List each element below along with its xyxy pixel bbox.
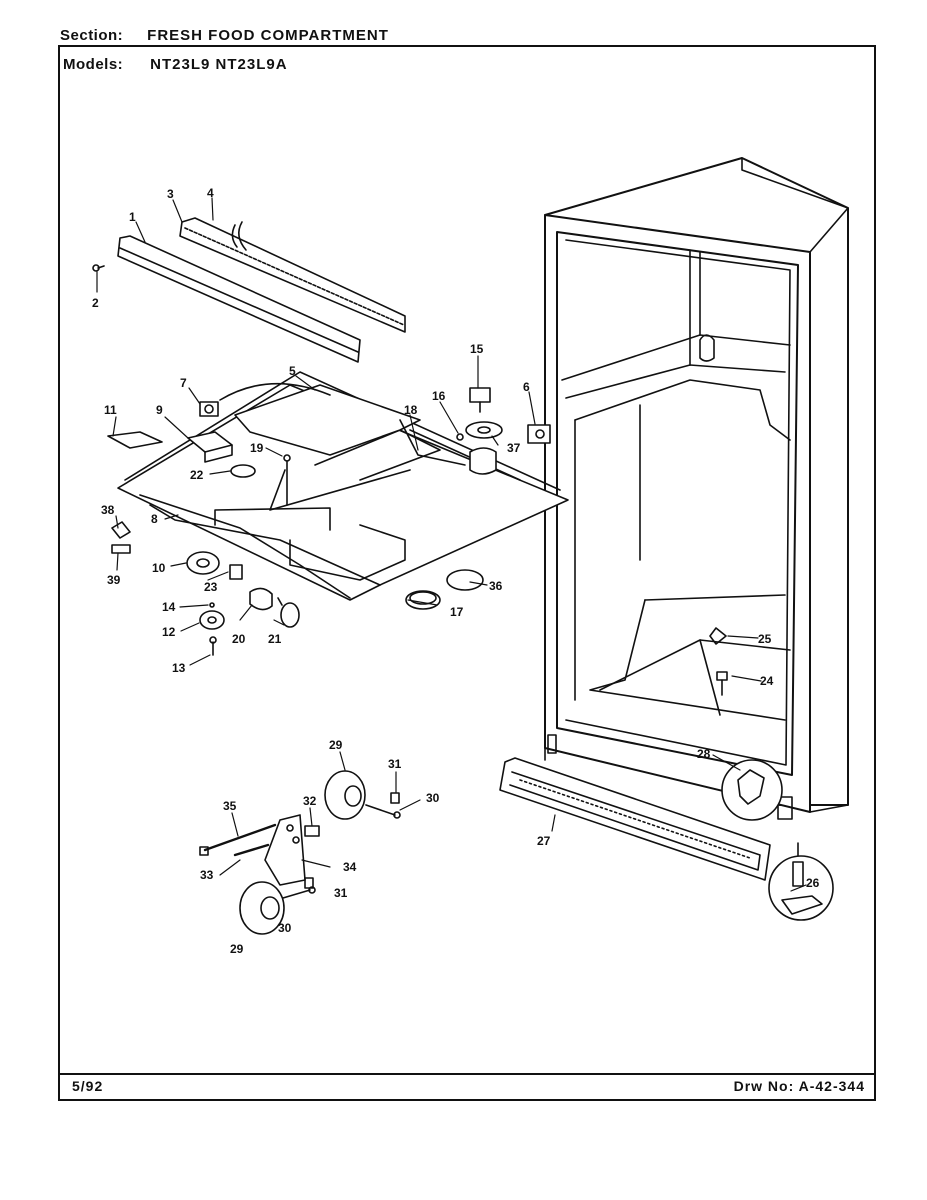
callout-2: 2 bbox=[92, 296, 99, 310]
callout-37: 37 bbox=[507, 441, 521, 455]
callout-16: 16 bbox=[432, 389, 446, 403]
control-housing-tray bbox=[117, 371, 569, 601]
callout-27: 27 bbox=[537, 834, 551, 848]
callout-38: 38 bbox=[101, 503, 115, 517]
callout-28: 28 bbox=[697, 747, 711, 761]
callout-5: 5 bbox=[289, 364, 296, 378]
detail-circle-28 bbox=[721, 759, 783, 821]
callout-15: 15 bbox=[470, 342, 484, 356]
callout-17: 17 bbox=[450, 605, 464, 619]
section-value: FRESH FOOD COMPARTMENT bbox=[147, 27, 389, 44]
leader-lines bbox=[96, 197, 807, 892]
section-label: Section: bbox=[60, 27, 124, 44]
callout-32: 32 bbox=[303, 794, 317, 808]
callout-13: 13 bbox=[172, 661, 186, 675]
callout-39: 39 bbox=[107, 573, 121, 587]
models-label: Models: bbox=[63, 56, 124, 73]
callout-30-upper: 30 bbox=[426, 791, 440, 805]
callout-11: 11 bbox=[104, 403, 117, 417]
callout-19: 19 bbox=[250, 441, 264, 455]
callout-34: 34 bbox=[343, 860, 357, 874]
callout-12: 12 bbox=[162, 625, 176, 639]
callout-18: 18 bbox=[404, 403, 418, 417]
callout-14: 14 bbox=[162, 600, 176, 614]
callout-7: 7 bbox=[180, 376, 187, 390]
callout-36: 36 bbox=[489, 579, 503, 593]
callout-4: 4 bbox=[207, 186, 214, 200]
models-value: NT23L9 NT23L9A bbox=[150, 56, 288, 73]
callout-24: 24 bbox=[760, 674, 774, 688]
bottom-grille bbox=[499, 757, 771, 881]
top-trim-strips bbox=[92, 217, 406, 363]
callout-20: 20 bbox=[232, 632, 246, 646]
models-heading: Models: NT23L9 NT23L9A bbox=[63, 56, 288, 73]
roller-assembly bbox=[199, 770, 401, 935]
callout-31-upper: 31 bbox=[388, 757, 402, 771]
callout-22: 22 bbox=[190, 468, 204, 482]
footer-rule bbox=[58, 1073, 876, 1075]
callout-labels: 1 2 3 4 5 6 7 8 9 10 11 12 13 14 15 16 1… bbox=[92, 186, 820, 956]
section-heading: Section: FRESH FOOD COMPARTMENT bbox=[60, 27, 389, 44]
refrigerator-cabinet bbox=[544, 157, 849, 820]
callout-26: 26 bbox=[806, 876, 820, 890]
callout-6: 6 bbox=[523, 380, 530, 394]
callout-8: 8 bbox=[151, 512, 158, 526]
callout-29-upper: 29 bbox=[329, 738, 343, 752]
detail-circle-26 bbox=[768, 842, 834, 921]
callout-29-lower: 29 bbox=[230, 942, 244, 956]
callout-9: 9 bbox=[156, 403, 163, 417]
callout-30-lower: 30 bbox=[278, 921, 292, 935]
drawing-frame bbox=[58, 45, 876, 1101]
callout-3: 3 bbox=[167, 187, 174, 201]
callout-1: 1 bbox=[129, 210, 136, 224]
callout-10: 10 bbox=[152, 561, 166, 575]
callout-25: 25 bbox=[758, 632, 772, 646]
callout-23: 23 bbox=[204, 580, 218, 594]
callout-31-lower: 31 bbox=[334, 886, 348, 900]
callout-33: 33 bbox=[200, 868, 214, 882]
drawing-number: Drw No: A-42-344 bbox=[733, 1078, 865, 1094]
callout-35: 35 bbox=[223, 799, 237, 813]
callout-21: 21 bbox=[268, 632, 282, 646]
revision-date: 5/92 bbox=[72, 1078, 104, 1094]
small-components bbox=[107, 387, 728, 696]
